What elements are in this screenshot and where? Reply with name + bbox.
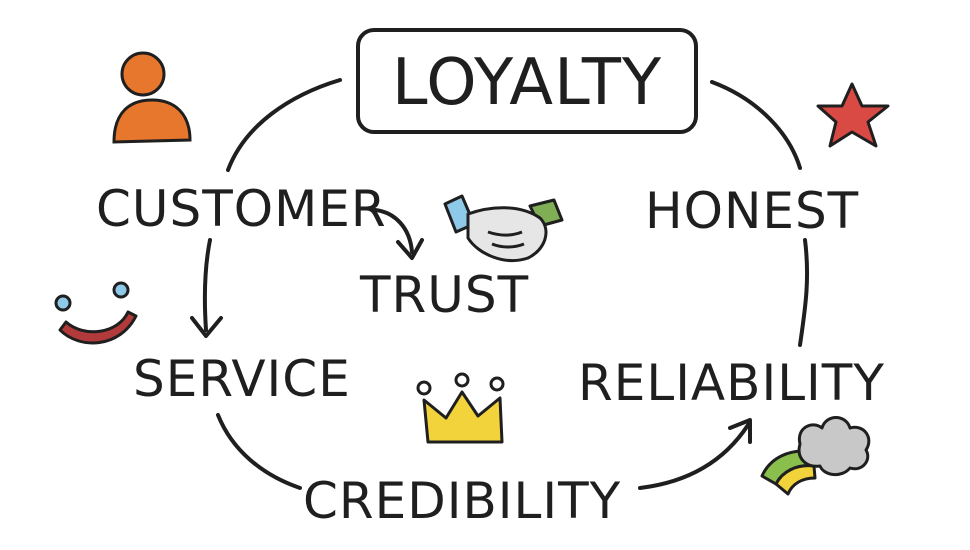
smiley-icon xyxy=(54,281,138,345)
arrow-credibility-to-reliability xyxy=(638,423,750,490)
label-customer: CUSTOMER xyxy=(96,180,387,238)
arrow-customer-to-service xyxy=(202,238,212,332)
label-service: SERVICE xyxy=(133,350,351,408)
connector-lines xyxy=(216,78,810,490)
arrow-customer-to-trust xyxy=(373,208,414,254)
rainbow-cloud-icon xyxy=(760,416,871,496)
person-icon xyxy=(112,51,192,144)
label-trust: TRUST xyxy=(359,266,529,324)
curve-service-to-credibility xyxy=(216,413,302,490)
crown-icon xyxy=(416,372,505,444)
curve-honest-to-reliability xyxy=(798,238,810,347)
label-reliability: RELIABILITY xyxy=(578,354,885,412)
loyalty-title: LOYALTY xyxy=(392,46,662,120)
curve-loyalty-to-honest xyxy=(710,80,802,170)
curve-loyalty-to-customer xyxy=(226,78,342,172)
star-icon xyxy=(816,82,890,148)
arrows xyxy=(190,208,752,490)
arrowhead-customer-to-service xyxy=(190,316,223,338)
arrowhead-customer-to-trust xyxy=(396,238,424,260)
handshake-icon xyxy=(443,194,564,263)
loyalty-box xyxy=(356,28,698,134)
label-credibility: CREDIBILITY xyxy=(303,472,621,530)
arrowhead-credibility-to-reliability xyxy=(728,418,752,444)
label-honest: HONEST xyxy=(645,182,859,240)
